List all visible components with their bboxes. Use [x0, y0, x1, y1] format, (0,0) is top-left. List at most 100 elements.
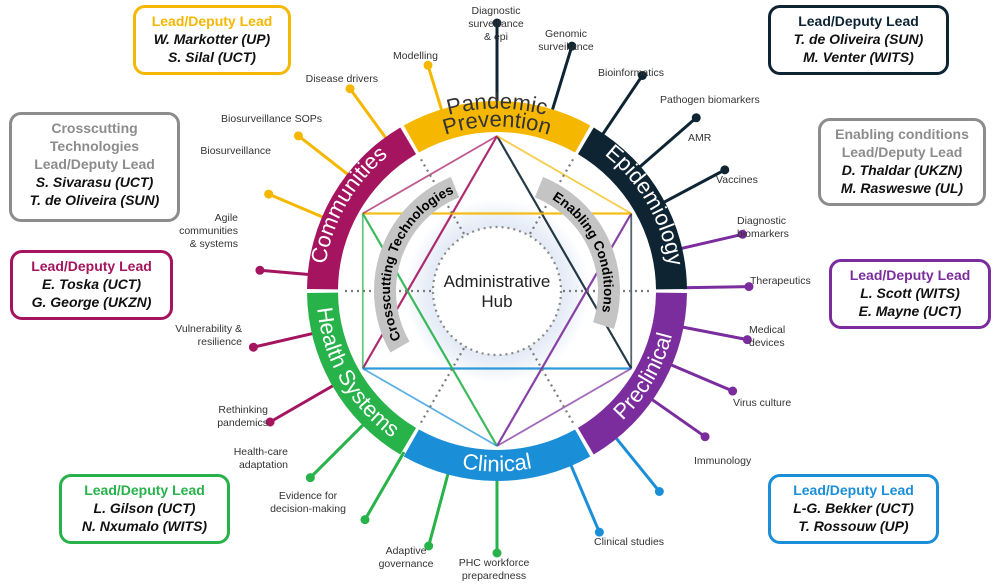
spoke-line-agile-communities-systems [259, 268, 312, 277]
spoke-dot-vaccines [738, 229, 748, 239]
spoke-line-biosurveillance-sops [297, 134, 352, 178]
lead-box-heading: Crosscutting [51, 120, 138, 136]
spoke-line-genomic-surveillance [549, 45, 574, 114]
lead-box-heading: Lead/Deputy Lead [793, 482, 914, 498]
lead-name: N. Nxumalo (WITS) [81, 518, 208, 534]
spoke-dot-biosurveillance [264, 189, 274, 199]
hub-dotted-line [419, 347, 465, 425]
lead-name: T. Rossouw (UP) [798, 518, 909, 534]
segment-label-pandemic: Prevention [440, 106, 555, 139]
spoke-line-health-care-adaptation [309, 421, 367, 479]
spoke-label-modelling: Modelling [393, 50, 438, 62]
hex-line [362, 367, 498, 447]
lead-name: M. Rasweswe (UL) [840, 180, 964, 196]
lead-name: G. George (UKZN) [31, 294, 152, 310]
star-line [496, 135, 633, 370]
spoke-dot-diagnostic-biomarkers [744, 282, 754, 292]
enabling-conditions-band [534, 176, 620, 330]
lead-box-heading: Lead/Deputy Lead [84, 482, 205, 498]
spoke-line-vaccines [677, 232, 743, 251]
spoke-label-pathogen-biomarkers: Pathogen biomarkers [660, 94, 760, 106]
spoke-line-evidence-for-decision-making [363, 451, 406, 521]
spoke-label-clinical-studies: Clinical studies [594, 536, 664, 548]
ring-segment-health [307, 292, 417, 455]
spoke-dot-disease-drivers [345, 84, 355, 94]
lead-box-communities: Lead/Deputy Lead E. Toska (UCT) G. George … [10, 250, 173, 320]
spoke-dot-health-care-adaptation [305, 473, 315, 483]
spoke-dot-diagnostic-surveillance-epi [492, 18, 502, 28]
spoke-dot-vulnerability-resilience [248, 342, 258, 352]
spoke-label-biosurveillance-sops: Biosurveillance SOPs [221, 113, 322, 125]
spoke-dot-rethinking-pandemics [265, 417, 275, 427]
spoke-dot-clinical-studies [594, 527, 604, 537]
crosscutting-technologies-band [374, 176, 460, 353]
spoke-line-disease-drivers [348, 87, 389, 142]
ring-segment-epidemiology [577, 127, 687, 290]
spoke-dot-therapeutics [742, 335, 752, 345]
spoke-dot-agile-communities-systems [255, 265, 265, 275]
lead-box-heading: Lead/Deputy Lead [798, 13, 919, 29]
spoke-label-biosurveillance: Biosurveillance [200, 145, 271, 157]
spoke-line-medical-devices [667, 362, 734, 393]
spoke-line-virus-culture [648, 396, 706, 438]
spoke-dot-adaptive-governance [424, 541, 434, 551]
ring-segment-pandemic [403, 100, 591, 153]
spoke-dot-biosurveillance-sops [293, 131, 303, 141]
ring-segment-communities [307, 127, 417, 290]
spoke-dot-evidence-for-decision-making [360, 515, 370, 525]
lead-box-heading: Lead/Deputy Lead [31, 258, 152, 274]
spoke-line-vulnerability-resilience [253, 331, 317, 349]
hex-line [362, 135, 498, 215]
lead-name: W. Markotter (UP) [153, 31, 271, 47]
spoke-line-biosurveillance [268, 192, 327, 220]
lead-name: E. Toska (UCT) [41, 276, 142, 292]
lead-name: S. Silal (UCT) [168, 49, 256, 65]
ring-layer [307, 100, 687, 482]
lead-box-health-systems: Lead/Deputy Lead L. Gilson (UCT) N. Nxumal… [59, 474, 230, 544]
spoke-line-bioinformatics [599, 74, 644, 138]
lead-name: S. Sivarasu (UCT) [35, 174, 154, 190]
hub-dotted-line [529, 347, 575, 425]
administrative-hub-circle [431, 225, 563, 357]
spoke-line-therapeutics [679, 325, 748, 342]
ring-segment-clinical [403, 429, 591, 482]
spoke-label-therapeutics: Therapeutics [750, 275, 811, 287]
lead-name: T. de Oliveira (SUN) [29, 192, 160, 208]
spoke-dot-pathogen-biomarkers [691, 113, 701, 123]
spoke-dot-medical-devices [728, 386, 738, 396]
lead-box-heading: Lead/Deputy Lead [34, 156, 155, 172]
spoke-dot-immunology [654, 487, 664, 497]
hex-line [496, 135, 632, 215]
spoke-label-vulnerability-resilience: Vulnerability &resilience [175, 323, 242, 348]
lead-name: E. Mayne (UCT) [858, 303, 962, 319]
spoke-label-immunology: Immunology [694, 455, 752, 467]
spoke-dot-modelling [423, 60, 433, 70]
inner-layer [344, 135, 650, 447]
segment-label-clinical: Clinical [461, 448, 533, 476]
spoke-line-adaptive-governance [427, 470, 451, 547]
spoke-line-diagnostic-biomarkers [682, 285, 749, 290]
lead-name: D. Thaldar (UKZN) [841, 162, 963, 178]
spoke-dot-amr [720, 165, 730, 175]
lead-name: L. Gilson (UCT) [93, 500, 196, 516]
spoke-dot-bioinformatics [637, 70, 647, 80]
spoke-line-clinical-studies [568, 461, 601, 533]
lead-box-heading: Lead/Deputy Lead [841, 144, 963, 160]
